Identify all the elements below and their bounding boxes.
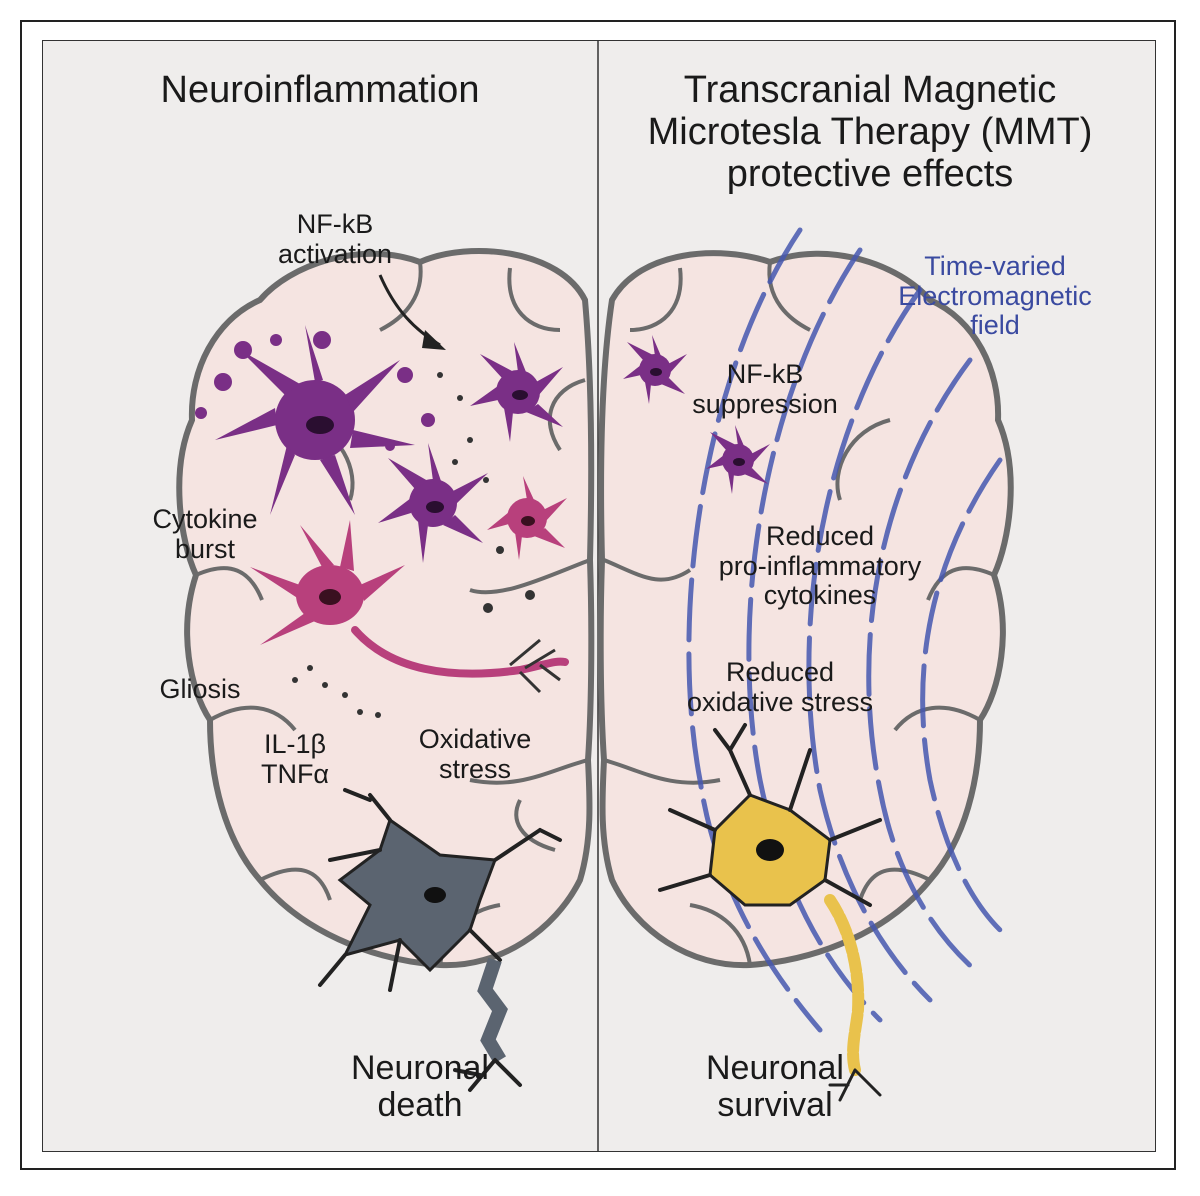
neuronal-death-label: Neuronal death — [320, 1049, 520, 1125]
neuronal-survival-label: Neuronal survival — [675, 1049, 875, 1125]
nfkb-activation-line-1: NF-kB — [296, 209, 374, 239]
gliosis-label: Gliosis — [159, 674, 241, 704]
neuronal-survival-line-1: Neuronal — [706, 1049, 844, 1087]
cytokine-burst-line-2: burst — [174, 533, 236, 564]
reduced-cytokines-line-2: pro-inflammatory — [718, 550, 922, 581]
neuronal-death-line-1: Neuronal — [351, 1049, 489, 1087]
nfkb-suppression-line-1: NF-kB — [726, 359, 804, 389]
right-panel-title: Transcranial Magnetic Microtesla Therapy… — [600, 69, 1140, 195]
nfkb-activation-label: NF-kB activation — [250, 209, 420, 269]
reduced-oxidative-label: Reduced oxidative stress — [650, 657, 910, 717]
reduced-cytokines-line-1: Reduced — [765, 521, 875, 551]
tnfa-label: TNFα — [260, 758, 330, 789]
field-line-3: field — [970, 310, 1020, 341]
nfkb-suppression-line-2: suppression — [692, 388, 838, 419]
cytokines-label: IL-1β TNFα — [240, 729, 350, 789]
arrowhead-icon — [422, 330, 446, 350]
oxidative-stress-label: Oxidative stress — [390, 724, 560, 784]
cytokine-particles-icon — [195, 331, 535, 718]
nfkb-suppression-label: NF-kB suppression — [665, 359, 865, 419]
field-line-1: Time-varied — [924, 251, 1066, 281]
electromagnetic-field-icon — [686, 227, 1003, 1033]
reduced-cytokines-line-3: cytokines — [763, 580, 877, 611]
field-label: Time-varied Electromagnetic field — [860, 251, 1130, 341]
field-line-2: Electromagnetic — [898, 280, 1092, 311]
left-panel-title: Neuroinflammation — [160, 69, 480, 111]
right-title-line-1: Transcranial Magnetic — [683, 69, 1057, 111]
neuronal-survival-line-2: survival — [717, 1086, 833, 1125]
oxidative-line-1: Oxidative — [418, 724, 532, 754]
cytokine-burst-label: Cytokine burst — [125, 504, 285, 564]
cytokine-neuron-icon — [250, 520, 569, 694]
nfkb-activation-line-2: activation — [277, 238, 393, 269]
activated-microglia-icon — [215, 325, 770, 563]
cytokine-burst-line-1: Cytokine — [152, 504, 258, 534]
reduced-cytokines-label: Reduced pro-inflammatory cytokines — [680, 521, 960, 611]
right-title-line-2: Microtesla Therapy (MMT) — [647, 110, 1093, 153]
reduced-oxidative-line-1: Reduced — [725, 657, 835, 687]
oxidative-line-2: stress — [438, 753, 511, 784]
dying-neuron-icon — [318, 788, 562, 1092]
reduced-oxidative-line-2: oxidative stress — [686, 686, 874, 717]
neuronal-death-line-2: death — [377, 1086, 463, 1125]
il1b-label: IL-1β — [263, 729, 327, 759]
healthy-neuron-icon — [658, 723, 882, 1102]
right-title-line-3: protective effects — [726, 152, 1014, 195]
